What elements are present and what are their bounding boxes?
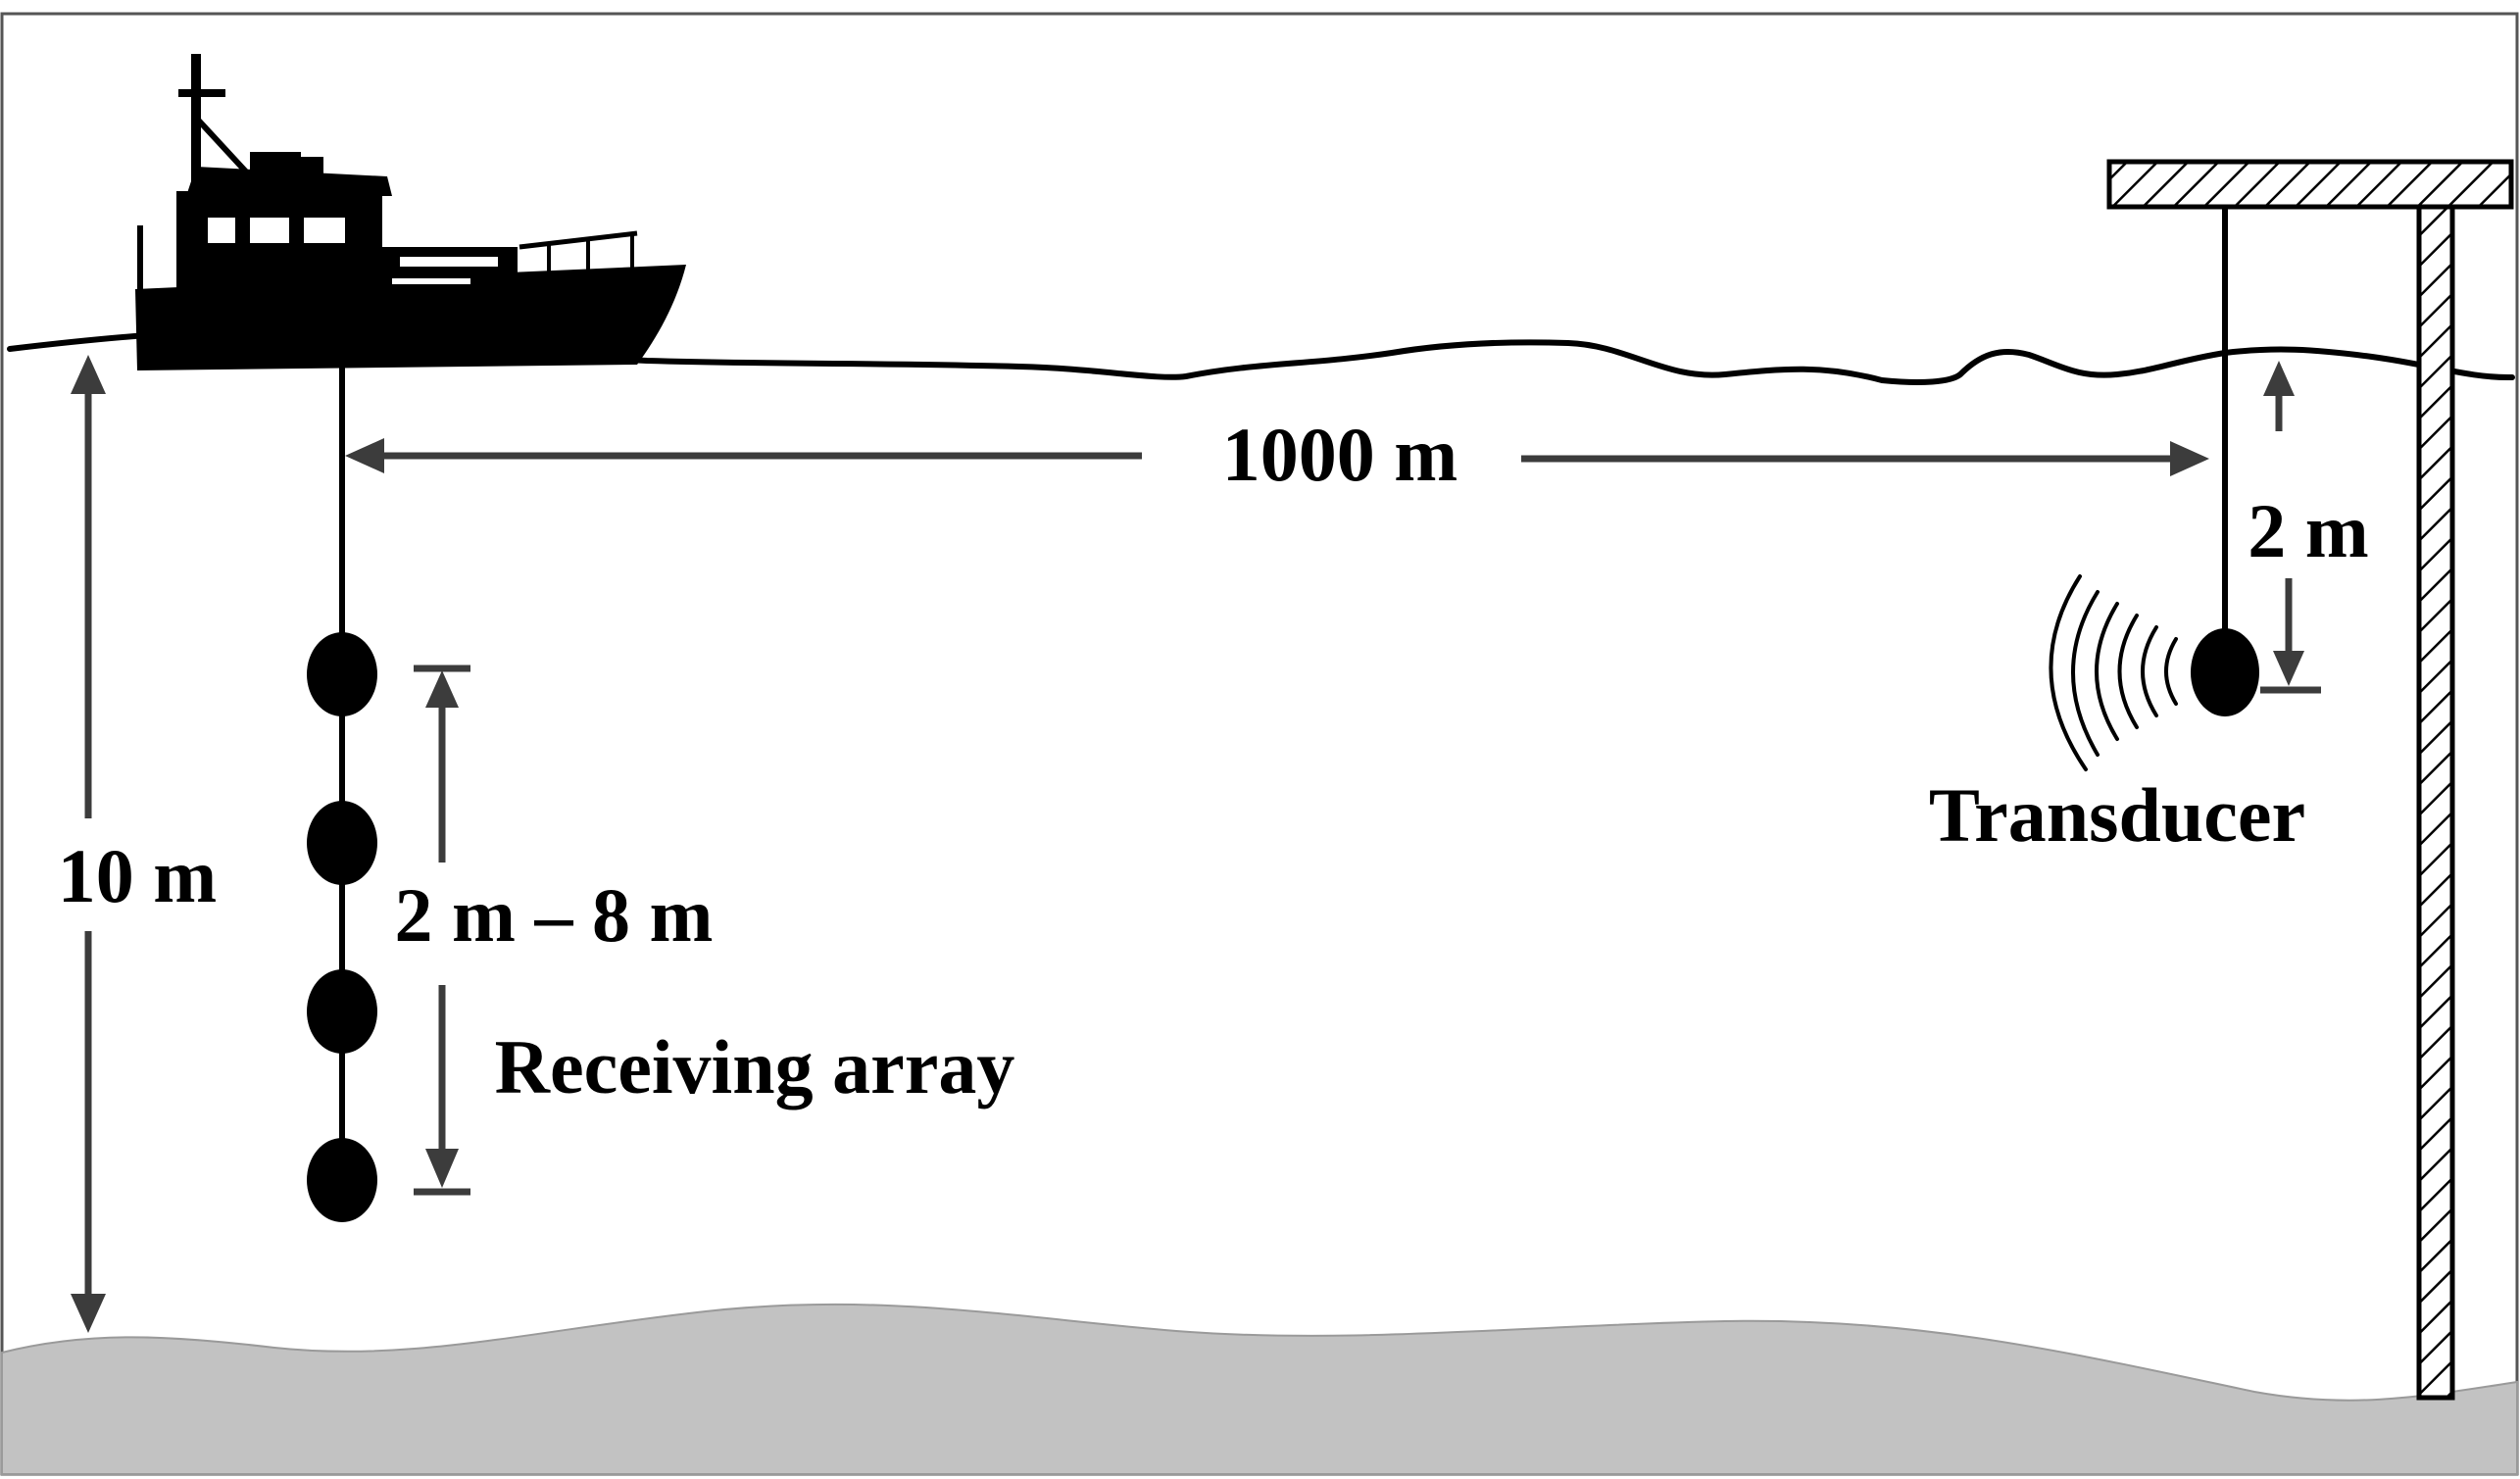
array-range-arrow xyxy=(414,665,470,1196)
transducer-label: Transducer xyxy=(1929,772,2305,858)
pier-pillar xyxy=(2416,204,2455,1401)
ship-icon xyxy=(135,54,686,370)
hydrophone xyxy=(307,969,377,1054)
hydrophone xyxy=(307,1138,377,1222)
hydrophone xyxy=(307,632,377,716)
sound-waves-icon xyxy=(2049,574,2178,771)
transducer-depth-label: 2 m xyxy=(2248,488,2368,573)
transducer-icon xyxy=(2191,628,2259,716)
distance-label: 1000 m xyxy=(1222,412,1458,497)
depth-arrow xyxy=(71,355,106,1333)
pier-deck xyxy=(2106,159,2514,210)
array-range-label: 2 m – 8 m xyxy=(395,872,714,958)
water-surface xyxy=(7,331,2515,385)
hydrophone xyxy=(307,801,377,885)
receiving-array-label: Receiving array xyxy=(495,1024,1015,1109)
transducer-depth-arrow xyxy=(2260,361,2321,694)
depth-label: 10 m xyxy=(58,833,217,918)
seabed xyxy=(1,1303,2518,1475)
distance-arrow xyxy=(345,438,2209,476)
